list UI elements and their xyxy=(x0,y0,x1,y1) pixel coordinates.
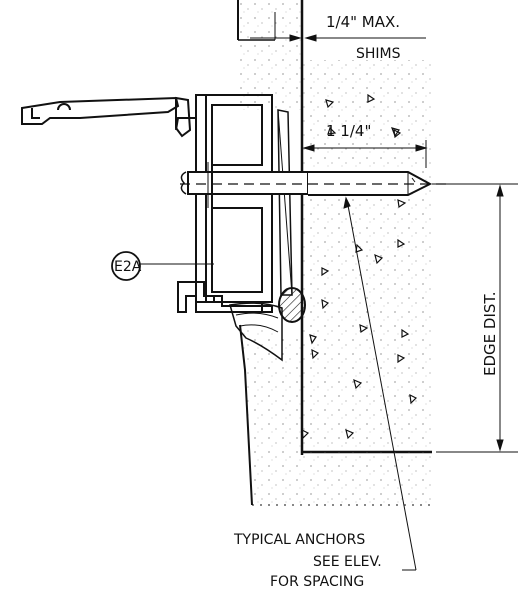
tag-label: E2A xyxy=(114,259,142,275)
note-line-1: TYPICAL ANCHORS xyxy=(233,532,365,548)
frame-extrusion xyxy=(21,94,273,313)
sealant-bead xyxy=(229,302,283,362)
anchor-screw xyxy=(180,160,448,210)
edge-distance-dimension xyxy=(432,183,518,453)
embedment-dimension xyxy=(302,140,428,168)
anchor-leader xyxy=(343,196,417,571)
embed-label: 1 1/4" xyxy=(326,122,371,140)
edge-dist-label: EDGE DIST. xyxy=(481,291,499,376)
aggregate-marks xyxy=(301,93,418,440)
max-gap-label: 1/4" MAX. xyxy=(326,13,400,31)
note-line-3: FOR SPACING xyxy=(270,574,364,590)
concrete-substrate xyxy=(301,60,433,454)
upper-wall xyxy=(237,0,304,455)
shim-gap-dimension xyxy=(250,34,426,42)
shims-label: SHIMS xyxy=(356,46,401,62)
component-tag xyxy=(111,251,214,281)
note-line-2: SEE ELEV. xyxy=(313,554,382,570)
lower-wall xyxy=(239,324,432,506)
